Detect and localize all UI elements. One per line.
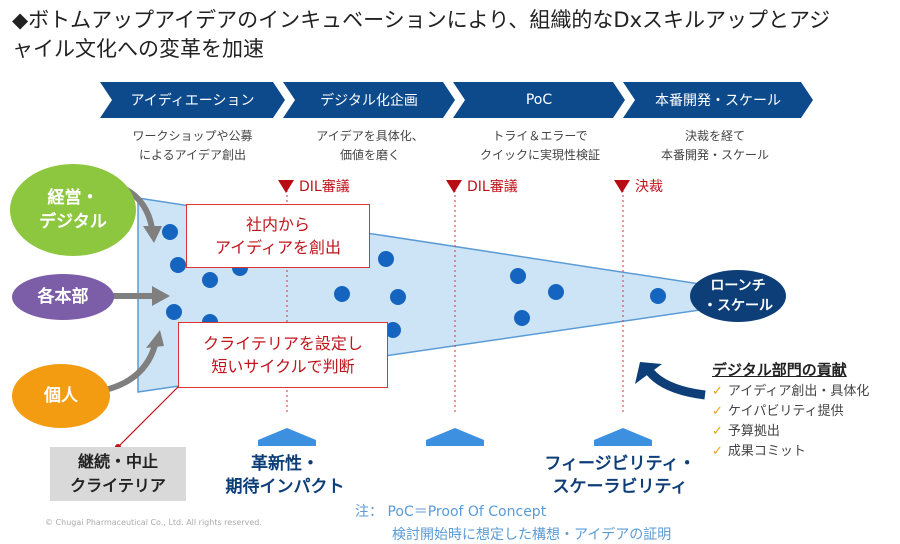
phase-planning: デジタル化企画	[283, 82, 455, 118]
create-ideas-box: 社内からアイディアを創出	[186, 204, 370, 268]
criteria-line: クライテリア	[70, 476, 166, 495]
phase-desc-production: 決裁を経て本番開発・スケール	[630, 127, 800, 165]
check-icon: ✓	[712, 404, 723, 419]
check-icon: ✓	[712, 424, 723, 439]
desc-line: 決裁を経て	[684, 129, 745, 143]
desc-line: トライ＆エラーで	[492, 129, 588, 143]
eval-line: フィージビリティ・	[544, 454, 696, 474]
check-icon: ✓	[712, 384, 723, 399]
launch-scale-badge: ローンチ・スケール	[690, 270, 786, 322]
contribution-text: アイディア創出・具体化	[727, 384, 870, 399]
page-title: ◆ボトムアップアイデアのインキュベーションにより、組織的なDxスキルアップとアジ…	[12, 8, 831, 61]
source-label: デジタル	[39, 212, 107, 232]
eval-line: 革新性・	[251, 454, 319, 474]
note-line-1: 注： PoC＝Proof Of Concept	[355, 504, 547, 520]
box-line: アイディアを創出	[214, 238, 342, 257]
phase-desc-planning: アイデアを具体化、価値を磨く	[290, 127, 450, 165]
phase-ideation: アイディエーション	[100, 82, 285, 118]
contribution-item: ✓ 成果コミット	[712, 442, 869, 462]
desc-line: 価値を磨く	[339, 148, 400, 162]
box-line: 短いサイクルで判断	[211, 357, 355, 376]
eval-feasibility: フィージビリティ・スケーラビリティ	[520, 453, 720, 499]
contribution-text: ケイパビリティ提供	[727, 404, 844, 419]
source-divisions: 各本部	[12, 274, 114, 320]
gate-label: 決裁	[635, 179, 663, 195]
desc-line: ワークショップや公募	[132, 129, 253, 143]
continue-stop-criteria: 継続・中止クライテリア	[50, 447, 186, 501]
criteria-line: 継続・中止	[77, 452, 158, 471]
desc-line: アイデアを具体化、	[316, 129, 424, 143]
check-icon: ✓	[712, 444, 723, 459]
desc-line: によるアイデア創出	[138, 148, 247, 162]
eval-line: 期待インパクト	[225, 477, 345, 497]
phase-poc: PoC	[453, 82, 625, 118]
gate-dil-2: DIL審議	[446, 176, 518, 196]
gate-dil-1: DIL審議	[278, 176, 350, 196]
criteria-connector	[117, 384, 181, 448]
launch-line: ローンチ	[710, 278, 766, 294]
box-line: 社内から	[245, 215, 310, 234]
contribution-text: 成果コミット	[727, 444, 806, 459]
gate-label: DIL審議	[299, 179, 350, 195]
launch-line: ・スケール	[703, 298, 773, 314]
evaluation-arrows	[258, 428, 652, 446]
desc-line: 本番開発・スケール	[660, 148, 769, 162]
phase-desc-poc: トライ＆エラーでクイックに実現性検証	[460, 127, 620, 165]
source-label: 経営・	[47, 188, 99, 208]
note-line-2: 検討開始時に想定した構想・アイデアの証明	[392, 527, 672, 543]
phase-production: 本番開発・スケール	[623, 82, 813, 118]
contribution-item: ✓ ケイパビリティ提供	[712, 402, 869, 422]
source-management-digital: 経営・デジタル	[10, 164, 136, 256]
gate-approval: 決裁	[614, 176, 663, 196]
gate-label: DIL審議	[467, 179, 518, 195]
digital-contribution: デジタル部門の貢献 ✓アイディア創出・具体化 ✓ケイパビリティ提供 ✓予算拠出 …	[712, 360, 869, 462]
eval-innovation: 革新性・期待インパクト	[200, 453, 370, 499]
triangle-marker-icon	[614, 180, 630, 193]
copyright: © Chugai Pharmaceutical Co., Ltd. All ri…	[45, 518, 262, 527]
contribution-item: ✓ 予算拠出	[712, 422, 869, 442]
phase-desc-ideation: ワークショップや公募によるアイデア創出	[110, 127, 275, 165]
eval-line: スケーラビリティ	[552, 477, 688, 497]
triangle-marker-icon	[278, 180, 294, 193]
source-individual: 個人	[12, 364, 110, 428]
contribution-arrow	[646, 368, 706, 400]
contribution-heading: デジタル部門の貢献	[712, 361, 847, 379]
triangle-marker-icon	[446, 180, 462, 193]
desc-line: クイックに実現性検証	[479, 148, 600, 162]
contribution-item: ✓ アイディア創出・具体化	[712, 382, 869, 402]
box-line: クライテリアを設定し	[203, 334, 363, 353]
contribution-text: 予算拠出	[727, 424, 780, 439]
criteria-box: クライテリアを設定し短いサイクルで判断	[178, 322, 388, 388]
